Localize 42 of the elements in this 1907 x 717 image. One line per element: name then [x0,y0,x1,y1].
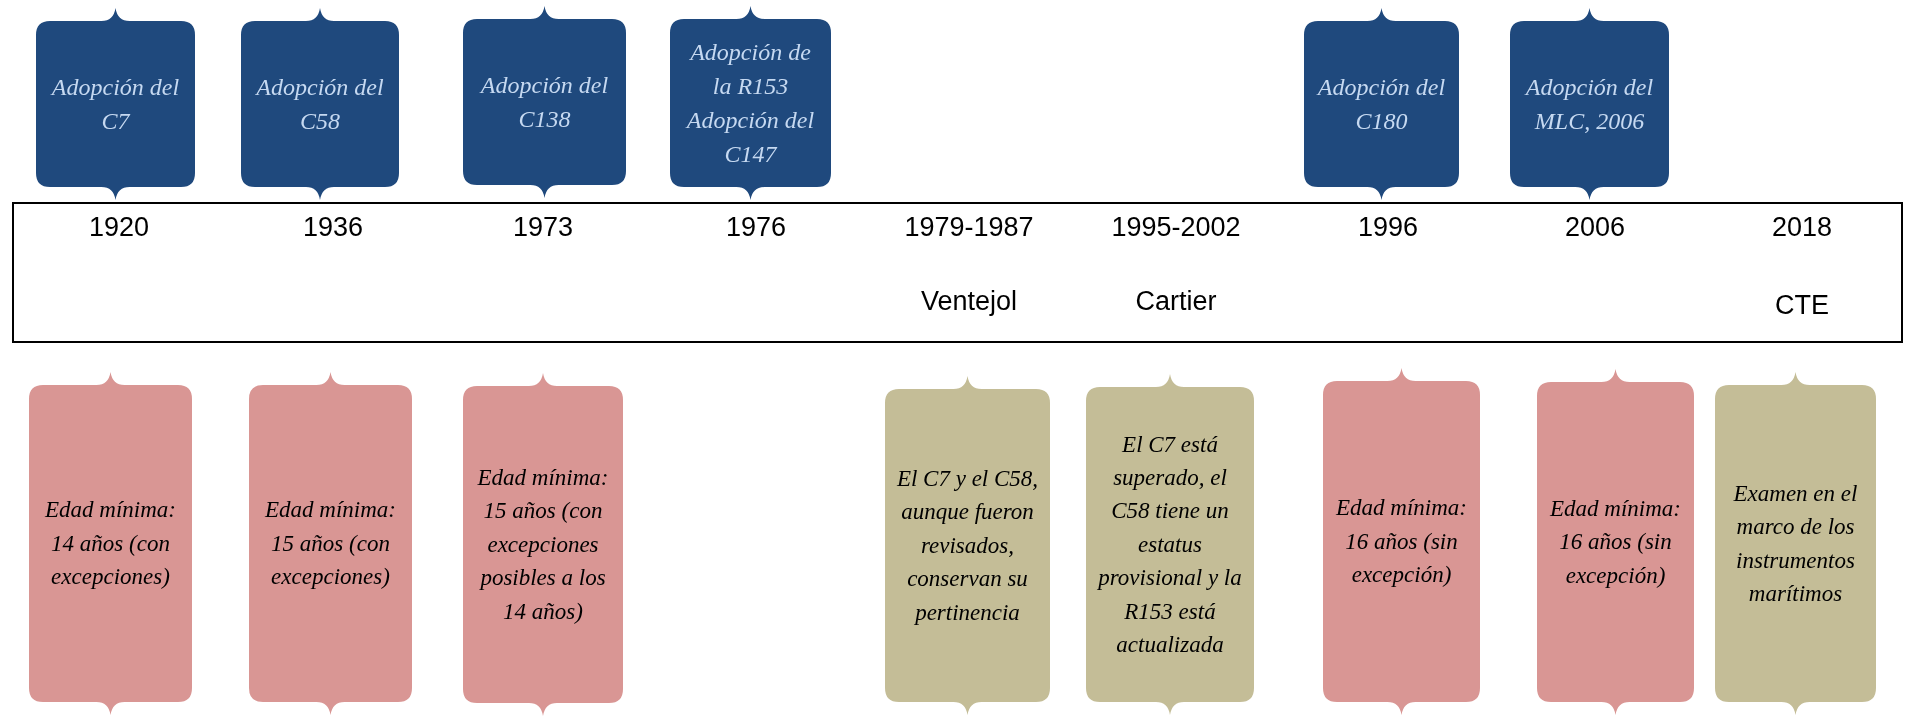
year-label: 1996 [1357,212,1419,243]
callout-box [885,376,1050,715]
year-label: 1995-2002 [1111,212,1241,243]
callout-box [241,8,399,200]
year-label: 2006 [1564,212,1626,243]
callout-text: Adopción del C58 [254,72,385,136]
year-label: 1920 [88,212,150,243]
callout-box [1715,372,1876,715]
callout-box [1086,374,1254,715]
callout-box [1304,8,1459,200]
callout-text: Edad mínima: 16 años (sin excepción) [1335,494,1468,590]
callout-box [1537,369,1694,715]
callout-text: El C7 y el C58, aunque fueron revisados, conservan su pertinencia [895,465,1040,627]
year-label: 1976 [725,212,787,243]
callout-box [463,373,623,716]
callout-text: Adopción de la R153 [688,37,812,101]
name-label: Cartier [1135,286,1217,317]
callout-text: Adopción del C147 [684,106,816,170]
callout-box [463,6,626,198]
callout-text: Adopción del C7 [49,72,181,136]
callout-text: El C7 está superado, el C58 tiene un estatus provisional y la R153 está actualizada [1096,430,1243,659]
callout-box [1510,8,1669,200]
callout-text: Edad mínima: 16 años (sin excepción) [1549,495,1682,590]
callout-text: Edad mínima: 14 años (con excepciones) [44,496,177,592]
callout-text: Examen en el marco de los instrumentos marítimos [1732,479,1859,608]
callout-text: Adopción del MLC, 2006 [1523,72,1655,136]
year-label: 2018 [1771,212,1833,243]
callout-text: Adopción del C138 [478,70,610,134]
name-label: Ventejol [920,286,1018,317]
callout-box [36,8,195,200]
name-label: CTE [1775,290,1829,321]
timeline-band [12,202,1903,343]
year-label: 1973 [512,212,574,243]
callout-text: Edad mínima: 15 años (con excepciones) [264,496,397,592]
callout-box [249,372,412,715]
callout-box [1323,368,1480,715]
callout-box [670,6,831,200]
callout-text: Edad mínima: 15 años (con excepciones posibles a los 14 años) [476,464,610,626]
year-label: 1936 [302,212,364,243]
callout-box [29,372,192,715]
callout-text: Adopción del C180 [1315,72,1447,136]
year-label: 1979-1987 [904,212,1034,243]
